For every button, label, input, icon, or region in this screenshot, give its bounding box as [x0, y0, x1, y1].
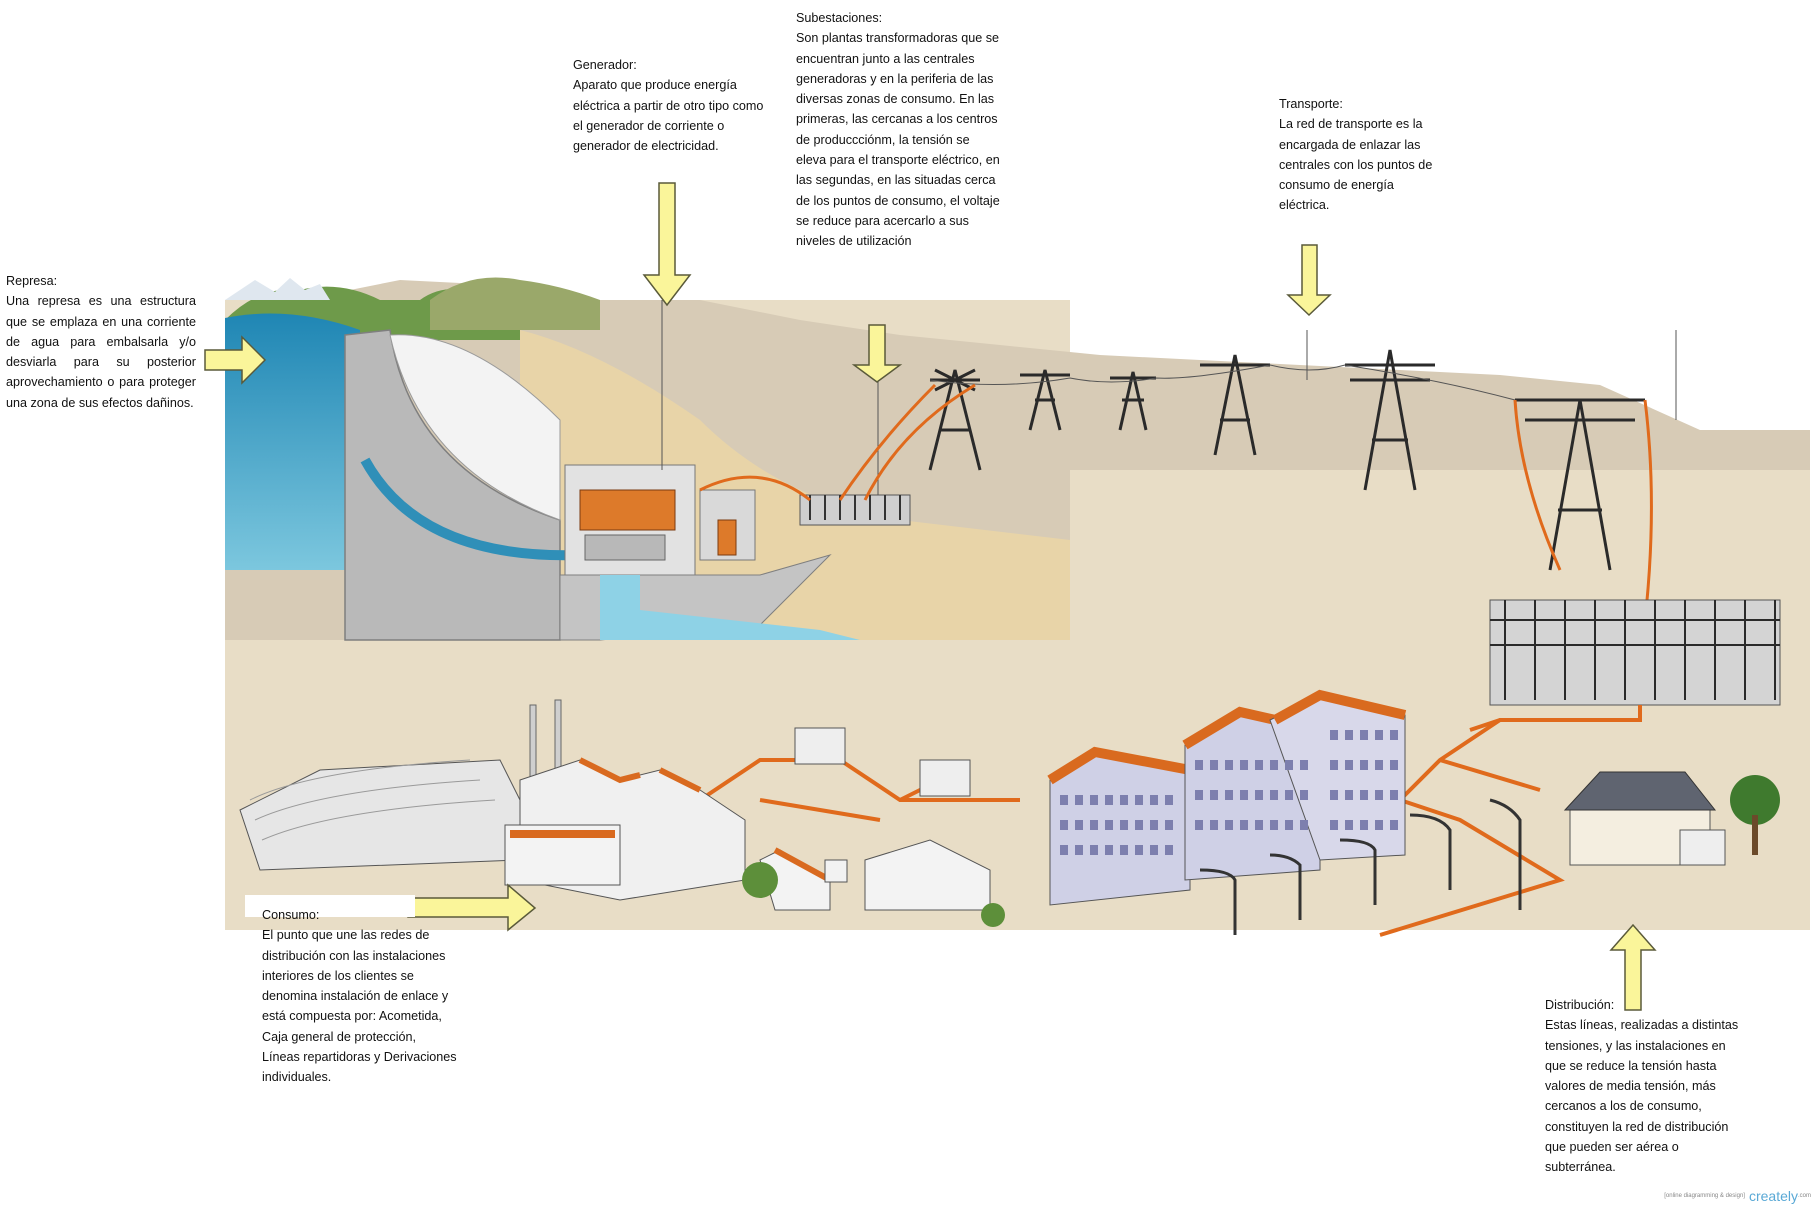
- generador-text: Aparato que produce energía eléctrica a …: [573, 78, 764, 154]
- watermark-tagline: [online diagramming & design]: [1664, 1192, 1745, 1199]
- substation-distribution: [1489, 599, 1781, 706]
- label-represa: Represa: Una represa es una estructura q…: [6, 271, 196, 413]
- represa-text: Una represa es una estructura que se emp…: [6, 294, 196, 410]
- arrow-transporte: [1286, 244, 1332, 317]
- dam: [344, 329, 581, 641]
- label-subestaciones: Subestaciones: Son plantas transformador…: [796, 8, 1001, 252]
- apartment-buildings: [1047, 689, 1407, 906]
- consumo-title: Consumo:: [262, 908, 320, 922]
- transmission-lines: [929, 330, 1677, 420]
- watermark-brand: creately: [1748, 1187, 1798, 1204]
- powerhouse: [559, 300, 860, 641]
- reservoir-water: [225, 313, 360, 570]
- consumo-text: El punto que une las redes de distribuci…: [262, 928, 457, 1085]
- small-buildings: [742, 727, 1005, 927]
- watermark-domain: .com: [1797, 1192, 1811, 1199]
- arrow-subestaciones: [851, 324, 903, 383]
- subestaciones-text: Son plantas transformadoras que se encue…: [796, 31, 1000, 249]
- house: [1563, 771, 1780, 866]
- distribucion-text: Estas líneas, realizadas a distintas ten…: [1545, 1018, 1739, 1175]
- factory: [239, 699, 746, 901]
- callout-arrows: [204, 182, 1657, 1011]
- represa-title: Represa:: [6, 274, 58, 288]
- arrow-distribucion: [1609, 923, 1657, 1011]
- transporte-text: La red de transporte es la encargada de …: [1279, 117, 1433, 213]
- label-consumo: Consumo: El punto que une las redes de d…: [262, 905, 457, 1088]
- substation-generation: [799, 380, 911, 526]
- creately-watermark: [online diagramming & design]creately.co…: [1664, 1187, 1811, 1205]
- label-distribucion: Distribución: Estas líneas, realizadas a…: [1545, 995, 1745, 1178]
- transporte-title: Transporte:: [1279, 97, 1343, 111]
- label-generador: Generador: Aparato que produce energía e…: [573, 55, 773, 156]
- consumo-backdrop: [245, 895, 415, 917]
- transmission-towers: [928, 349, 1645, 571]
- subestaciones-title: Subestaciones:: [796, 11, 883, 25]
- arrow-consumo: [407, 883, 537, 932]
- label-transporte: Transporte: La red de transporte es la e…: [1279, 94, 1441, 216]
- streetlights: [1199, 798, 1522, 935]
- distribucion-title: Distribución:: [1545, 998, 1615, 1012]
- arrow-represa: [204, 335, 267, 385]
- arrow-generador: [642, 182, 692, 307]
- generador-title: Generador:: [573, 58, 637, 72]
